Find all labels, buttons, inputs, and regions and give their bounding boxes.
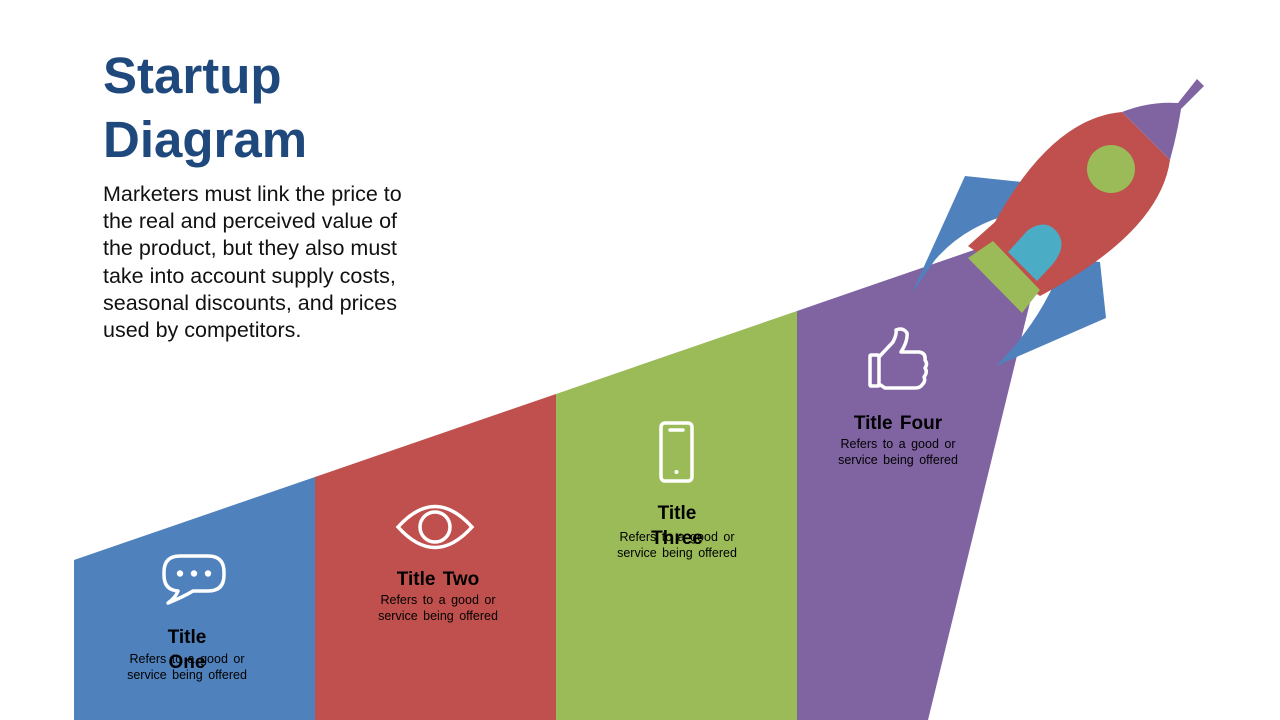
rocket-fin-left	[912, 176, 1022, 293]
band-step-one	[74, 477, 315, 720]
step-one-text: Title One Refers to a good or service be…	[123, 625, 251, 682]
eye-icon	[395, 504, 475, 550]
step-four-desc: Refers to a good or service being offere…	[828, 436, 968, 468]
step-four-desc-line1: Refers to a good or	[840, 437, 956, 451]
thumbs-up-icon	[868, 327, 929, 390]
step-three-title: Title Three	[651, 503, 703, 549]
rocket-nose	[1122, 79, 1204, 160]
step-three-desc: Refers to a good or service being offere…	[611, 529, 743, 561]
step-two-text: Title Two Refers to a good or service be…	[368, 567, 508, 624]
smartphone-icon	[659, 421, 694, 483]
rocket-nozzle	[968, 241, 1040, 313]
rocket-fin-right	[996, 259, 1106, 366]
rocket-window	[1087, 145, 1135, 193]
step-four-desc-line2: service being offered	[838, 453, 958, 467]
slide-title: Startup Diagram	[103, 47, 308, 168]
band-step-three	[556, 311, 797, 720]
rocket-inner-panel	[1008, 224, 1062, 281]
step-two-title: Title Two	[396, 569, 480, 590]
rocket-illustration	[912, 79, 1204, 366]
step-one-desc-line1: Refers to a good or	[129, 652, 245, 666]
step-four-title: Title Four	[853, 413, 943, 434]
chat-bubble-icon	[162, 554, 226, 605]
step-four-text: Title Four Refers to a good or service b…	[828, 411, 968, 468]
step-one-title: Title One	[167, 627, 207, 673]
step-three-desc-line2: service being offered	[617, 546, 737, 560]
step-three-desc-line1: Refers to a good or	[619, 530, 735, 544]
step-two-desc-line1: Refers to a good or	[380, 593, 496, 607]
step-two-desc-line2: service being offered	[378, 609, 498, 623]
step-two-desc: Refers to a good or service being offere…	[368, 592, 508, 624]
step-one-desc: Refers to a good or service being offere…	[123, 651, 251, 683]
step-three-text: Title Three Refers to a good or service …	[611, 501, 743, 560]
band-step-four	[797, 241, 1045, 720]
step-one-desc-line2: service being offered	[127, 668, 247, 682]
band-step-two	[315, 394, 556, 720]
slide-description: Marketers must link the price to the rea…	[103, 182, 402, 343]
